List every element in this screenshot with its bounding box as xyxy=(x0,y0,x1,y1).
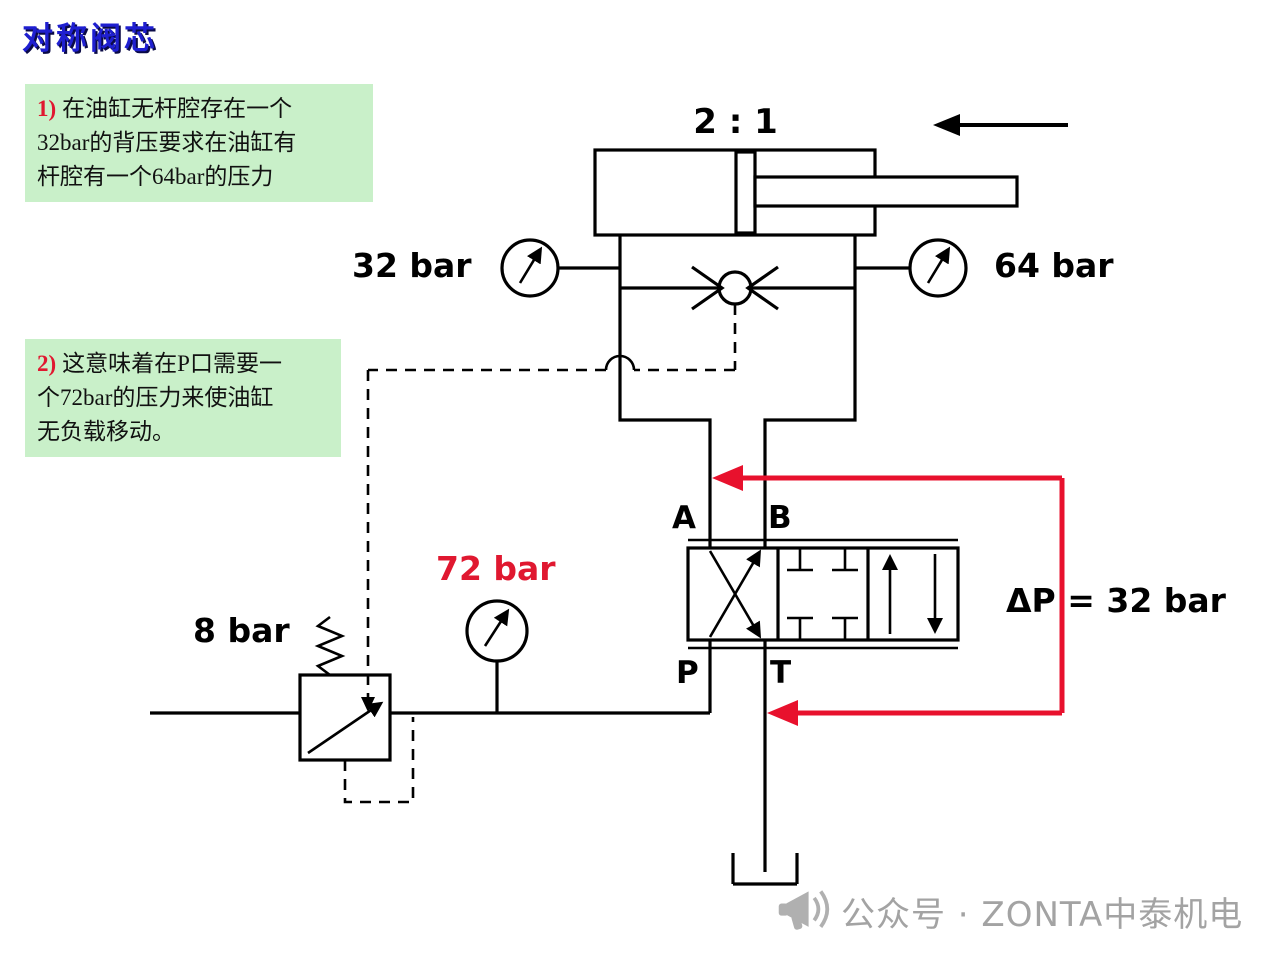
port-p-label: P xyxy=(676,655,699,691)
pilot-check-valve xyxy=(620,265,855,311)
note-1-text3: 杆腔有一个64bar的压力 xyxy=(37,164,274,189)
page-title: 对称阀芯 xyxy=(22,21,158,57)
note-2-text1: 这意味着在P口需要一 xyxy=(62,351,282,376)
gauge-32bar-label: 32 bar xyxy=(352,246,472,285)
relief-setting-label: 8 bar xyxy=(193,611,290,650)
note-1-text2: 32bar的背压要求在油缸有 xyxy=(37,130,297,155)
watermark-text: 公众号 · ZONTA中泰机电 xyxy=(841,894,1244,935)
port-b-label: B xyxy=(768,500,792,536)
pressure-drop-arrows xyxy=(712,465,1065,726)
cylinder-symbol xyxy=(593,148,1019,237)
watermark: 公众号 · ZONTA中泰机电 xyxy=(775,883,1243,939)
ratio-label: 2 : 1 xyxy=(693,102,778,142)
directional-valve xyxy=(686,538,960,872)
note-2-text3: 无负载移动。 xyxy=(37,419,175,444)
note-2-line1: 2)这意味着在P口需要一 xyxy=(37,347,329,381)
note-2-number: 2) xyxy=(37,351,57,376)
tank-symbol xyxy=(731,853,799,886)
note-1-line1: 1)在油缸无杆腔存在一个 xyxy=(37,92,361,126)
port-t-label: T xyxy=(770,655,792,691)
note-1: 1)在油缸无杆腔存在一个 32bar的背压要求在油缸有 杆腔有一个64bar的压… xyxy=(25,84,373,202)
note-2-text2: 个72bar的压力来使油缸 xyxy=(37,385,274,410)
gauge-32bar xyxy=(500,238,620,298)
note-1-number: 1) xyxy=(37,96,57,121)
motion-direction-arrow xyxy=(933,114,1068,136)
cylinder-port-lines xyxy=(618,235,857,548)
pilot-dashed-lines xyxy=(361,304,737,712)
megaphone-icon xyxy=(778,890,830,930)
delta-p-label: ΔP = 32 bar xyxy=(1006,581,1226,620)
gauge-72bar-label: 72 bar xyxy=(436,549,556,588)
note-2: 2)这意味着在P口需要一 个72bar的压力来使油缸 无负载移动。 xyxy=(25,339,341,457)
gauge-64bar-label: 64 bar xyxy=(994,246,1114,285)
relief-valve xyxy=(298,615,415,804)
port-a-label: A xyxy=(672,500,696,536)
gauge-72bar xyxy=(465,599,529,713)
note-1-text1: 在油缸无杆腔存在一个 xyxy=(62,96,293,121)
gauge-64bar xyxy=(855,238,968,298)
